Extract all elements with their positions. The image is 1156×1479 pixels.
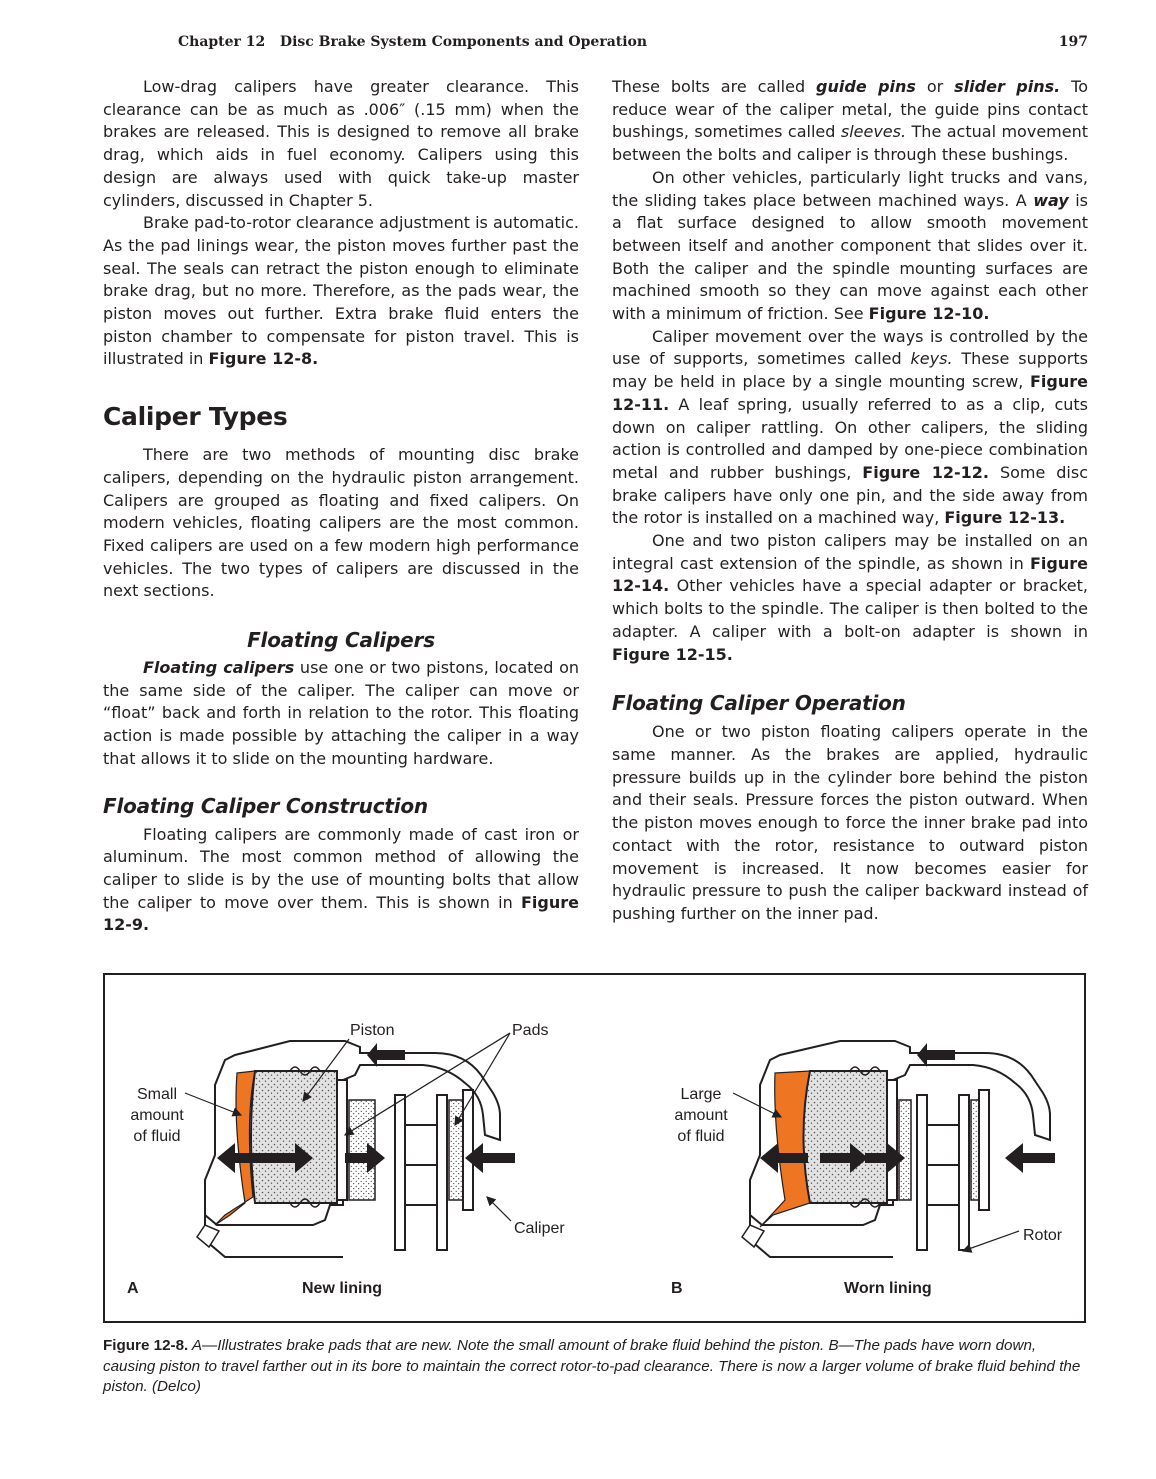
paragraph: These bolts are called guide pins or sli… xyxy=(612,77,1088,165)
key-term: way xyxy=(1033,190,1069,210)
paragraph: Low-drag calipers have greater clearance… xyxy=(103,77,579,210)
running-head-title: Chapter 12 Disc Brake System Components … xyxy=(178,34,648,50)
caliper-diagram: Piston Pads Small amount of fluid Large … xyxy=(127,1022,1063,1297)
paragraph: Floating calipers use one or two pistons… xyxy=(103,658,580,768)
running-head: Chapter 12 Disc Brake System Components … xyxy=(103,30,1088,54)
paragraph: One or two piston floating calipers oper… xyxy=(612,722,1088,923)
label-large-fluid-1: Large xyxy=(681,1086,722,1103)
figure-reference: Figure 12-14. xyxy=(612,553,1088,596)
figure-reference: Figure 12-9. xyxy=(103,892,579,935)
label-small-fluid-2: amount xyxy=(130,1107,184,1124)
figure-reference: Figure 12-13. xyxy=(944,508,1066,528)
label-rotor: Rotor xyxy=(1023,1227,1063,1244)
page-number: 197 xyxy=(1058,34,1088,50)
label-pads: Pads xyxy=(512,1022,548,1039)
panel-b-drawing xyxy=(732,1040,1055,1258)
label-large-fluid-3: of fluid xyxy=(677,1128,724,1145)
inner-pad-lining xyxy=(898,1099,912,1201)
figure-reference: Figure 12-15. xyxy=(612,644,733,664)
key-term: guide pins xyxy=(816,77,916,96)
label-small-fluid-1: Small xyxy=(137,1086,177,1103)
paragraph: Floating calipers are commonly made of c… xyxy=(103,824,579,935)
figure-reference: Figure 12-8. xyxy=(208,349,319,369)
caption-label: Figure 12-8. xyxy=(103,1337,189,1354)
outer-pad-lining xyxy=(970,1099,980,1201)
label-panel-a: A xyxy=(127,1280,139,1297)
label-panel-b-title: Worn lining xyxy=(844,1280,932,1297)
label-piston: Piston xyxy=(350,1022,394,1039)
key-term: Floating calipers xyxy=(143,658,295,678)
subsection-heading: Floating Caliper Construction xyxy=(103,793,428,818)
label-panel-a-title: New lining xyxy=(302,1280,382,1297)
piston xyxy=(250,1070,338,1204)
piston xyxy=(802,1070,888,1204)
figure-12-8: Piston Pads Small amount of fluid Large … xyxy=(103,973,1086,1323)
figure-caption: Figure 12-8. A—Illustrates brake pads th… xyxy=(103,1336,1088,1398)
paragraph: Caliper movement over the ways is contro… xyxy=(612,326,1089,528)
paragraph: One and two piston calipers may be insta… xyxy=(612,531,1088,664)
subsection-heading: Floating Caliper Operation xyxy=(612,691,906,716)
figure-reference: Figure 12-11. xyxy=(612,372,1088,414)
paragraph: On other vehicles, particularly light tr… xyxy=(612,167,1088,324)
paragraph: There are two methods of mounting disc b… xyxy=(103,445,579,601)
caption-text: A—Illustrates brake pads that are new. N… xyxy=(103,1337,1081,1395)
panel-a-drawing xyxy=(184,1032,515,1258)
paragraph: Brake pad-to-rotor clearance adjustment … xyxy=(103,213,579,369)
rotor xyxy=(394,1094,448,1251)
right-column: These bolts are called guide pins or sli… xyxy=(612,76,1088,926)
label-caliper: Caliper xyxy=(514,1220,565,1237)
section-heading: Caliper Types xyxy=(103,402,288,432)
rotor xyxy=(916,1094,970,1251)
figure-reference: Figure 12-10. xyxy=(868,304,990,324)
figure-reference: Figure 12-12. xyxy=(862,462,989,482)
label-small-fluid-3: of fluid xyxy=(133,1128,180,1145)
label-panel-b: B xyxy=(671,1280,683,1297)
left-column: Low-drag calipers have greater clearance… xyxy=(103,76,579,937)
key-term: slider pins. xyxy=(954,77,1061,96)
label-large-fluid-2: amount xyxy=(674,1107,728,1124)
subsection-heading: Floating Calipers xyxy=(247,628,435,653)
